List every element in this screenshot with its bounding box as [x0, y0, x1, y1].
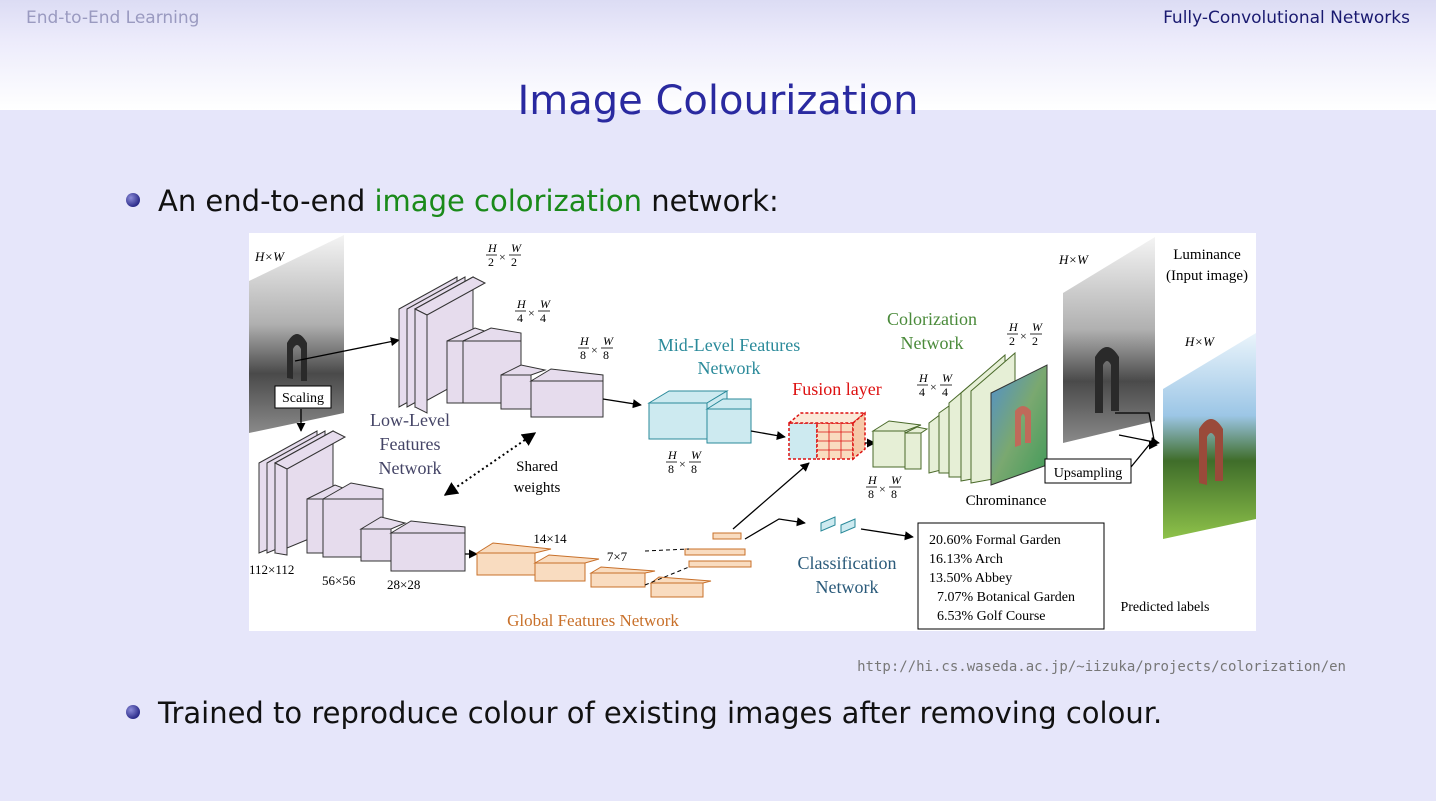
- scaling-label: Scaling: [282, 391, 324, 406]
- mid-level-blocks: [649, 391, 751, 443]
- upper-frac3-w: W: [603, 334, 614, 348]
- upper-frac1-w: W: [511, 241, 522, 255]
- size-label-112: 112×112: [249, 562, 294, 577]
- bullet1-text-after: network:: [642, 184, 779, 218]
- arrow-global-to-class: [745, 519, 805, 539]
- colorization-label-1: Colorization: [887, 309, 977, 329]
- mid-frac-den: 8: [668, 462, 674, 476]
- color-frac3-den: 8: [868, 487, 874, 501]
- network-diagram: H×W Scaling H 2 × W 2 H 4 × W 4 H 8 × W …: [249, 233, 1256, 631]
- source-url[interactable]: http://hi.cs.waseda.ac.jp/~iizuka/projec…: [857, 659, 1346, 675]
- mid-level-label-1: Mid-Level Features: [658, 335, 800, 355]
- luminance-image: [1063, 237, 1155, 443]
- color-frac1-h: H: [918, 371, 929, 385]
- output-size-label: H×W: [1184, 334, 1215, 349]
- color-frac2-den-w: 2: [1032, 334, 1038, 348]
- upper-frac2-den: 4: [517, 311, 523, 325]
- classification-blocks: [821, 517, 855, 533]
- classification-label-1: Classification: [798, 553, 897, 573]
- low-level-label-1: Low-Level: [370, 410, 450, 430]
- bullet-icon: [126, 705, 140, 719]
- header-section-left[interactable]: End-to-End Learning: [26, 8, 199, 28]
- input-size-label: H×W: [254, 249, 285, 264]
- color-frac3-h: H: [867, 473, 878, 487]
- upper-frac3-den: 8: [580, 348, 586, 362]
- upper-frac2-h: H: [516, 297, 527, 311]
- slide-title: Image Colourization: [0, 78, 1436, 124]
- upper-frac1-den: 2: [488, 255, 494, 269]
- predicted-label-2: 16.13% Arch: [929, 552, 1003, 567]
- color-frac3-den-w: 8: [891, 487, 897, 501]
- color-frac1-den: 4: [919, 385, 925, 399]
- fusion-label: Fusion layer: [792, 379, 882, 399]
- arrow-global-to-fusion: [733, 463, 809, 529]
- predicted-label-4: 7.07% Botanical Garden: [937, 590, 1075, 605]
- fusion-block: [789, 413, 865, 459]
- network-figure: H×W Scaling H 2 × W 2 H 4 × W 4 H 8 × W …: [249, 233, 1256, 631]
- arrow-low-to-mid: [603, 399, 641, 405]
- classification-label-2: Network: [816, 577, 879, 597]
- bullet-icon: [126, 193, 140, 207]
- arrow-mid-to-fusion: [751, 431, 785, 437]
- luminance-size-label: H×W: [1058, 252, 1089, 267]
- chrominance-label: Chrominance: [966, 493, 1047, 509]
- bullet-item-2: Trained to reproduce colour of existing …: [126, 696, 1162, 730]
- color-frac1-den-w: 4: [942, 385, 948, 399]
- colorization-label-2: Network: [901, 333, 964, 353]
- bullet2-text: Trained to reproduce colour of existing …: [158, 696, 1162, 730]
- low-level-upper-blocks: [399, 277, 603, 417]
- bullet-item-1: An end-to-end image colorization network…: [126, 184, 779, 218]
- low-level-label-3: Network: [379, 458, 442, 478]
- luminance-label-2: (Input image): [1166, 268, 1248, 284]
- arrow-up-to-output: [1131, 445, 1157, 467]
- color-frac2-h: H: [1008, 320, 1019, 334]
- arrow-class-to-labels: [861, 529, 913, 537]
- color-frac2-den: 2: [1009, 334, 1015, 348]
- mid-frac-times: ×: [679, 457, 686, 471]
- predicted-labels-caption: Predicted labels: [1120, 600, 1209, 615]
- global-feature-blocks: [477, 533, 751, 597]
- upper-frac2-w: W: [540, 297, 551, 311]
- output-color-image: [1163, 333, 1256, 539]
- upper-frac1-times: ×: [499, 250, 506, 264]
- upper-frac1-den-w: 2: [511, 255, 517, 269]
- size-label-28: 28×28: [387, 577, 420, 592]
- upper-frac3-times: ×: [591, 343, 598, 357]
- upper-frac3-den-w: 8: [603, 348, 609, 362]
- color-frac1-w: W: [942, 371, 953, 385]
- color-frac2-w: W: [1032, 320, 1043, 334]
- mid-frac-h: H: [667, 448, 678, 462]
- predicted-label-1: 20.60% Formal Garden: [929, 533, 1061, 548]
- bullet1-text-before: An end-to-end: [158, 184, 375, 218]
- color-frac2-times: ×: [1020, 329, 1027, 343]
- upper-frac1-h: H: [487, 241, 498, 255]
- upper-frac2-den-w: 4: [540, 311, 546, 325]
- upper-frac3-h: H: [579, 334, 590, 348]
- color-frac3-times: ×: [879, 482, 886, 496]
- mid-frac-w: W: [691, 448, 702, 462]
- upper-frac2-times: ×: [528, 306, 535, 320]
- global-features-label: Global Features Network: [507, 611, 679, 630]
- bullet1-highlight: image colorization: [375, 184, 643, 218]
- upsampling-label: Upsampling: [1054, 466, 1122, 481]
- mid-level-label-2: Network: [698, 358, 761, 378]
- shared-weights-label-2: weights: [514, 480, 561, 496]
- header-section-right[interactable]: Fully-Convolutional Networks: [1163, 8, 1410, 28]
- size-label-7: 7×7: [607, 549, 628, 564]
- predicted-label-5: 6.53% Golf Course: [937, 609, 1046, 624]
- predicted-label-3: 13.50% Abbey: [929, 571, 1012, 586]
- shared-weights-label-1: Shared: [516, 459, 558, 475]
- luminance-label-1: Luminance: [1173, 247, 1241, 263]
- color-frac3-w: W: [891, 473, 902, 487]
- size-label-14: 14×14: [533, 531, 567, 546]
- size-label-56: 56×56: [322, 573, 356, 588]
- low-level-label-2: Features: [380, 434, 441, 454]
- color-frac1-times: ×: [930, 380, 937, 394]
- mid-frac-den-w: 8: [691, 462, 697, 476]
